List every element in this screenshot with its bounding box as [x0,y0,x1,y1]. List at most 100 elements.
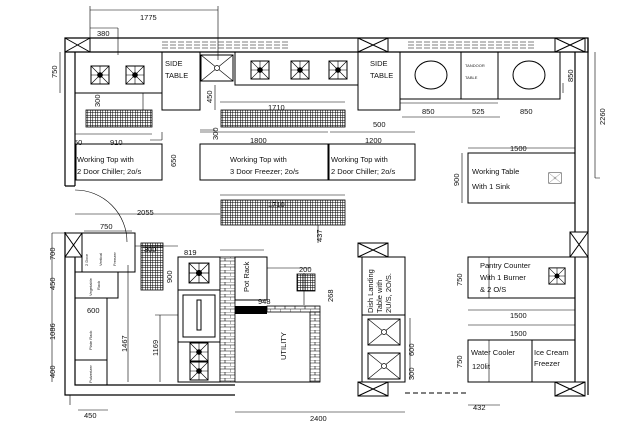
label: Dish Landing [366,269,375,313]
dim-label: 600 [407,343,416,356]
range-3-burner [234,51,359,86]
dim-label: 850 [422,107,435,116]
side-table-2: SIDE TABLE [357,51,401,111]
dim-label: 850 [566,69,575,82]
working-top-3: Working Top with 2 Door Chiller; 2o/s [328,143,416,181]
dim-label: 437 [315,229,324,242]
label: TANDOOR [465,63,485,68]
cooking-line [177,256,236,383]
label: SIDE [370,59,388,68]
dim-label: 850 [520,107,533,116]
side-table-1: SIDE TABLE [161,51,201,111]
dim-label: 300 [93,94,102,107]
dim-label: 300 [144,245,157,254]
dim-label: 1200 [365,136,382,145]
dim-label: 1467 [120,335,129,352]
dim-label: 948 [258,297,271,306]
label: UTILITY [279,332,288,360]
sink-top [200,54,234,82]
walls [64,37,589,396]
dim-label: 600 [87,306,100,315]
label: 2 Door Chiller; 2o/s [331,167,395,176]
dim-label: 2260 [598,108,607,125]
label: With 1 Burner [480,273,526,282]
dim-label: 1710 [268,200,285,209]
dim-label: 819 [184,248,197,257]
pantry-counter: Pantry Counter With 1 Burner & 2 O/S [467,256,576,299]
dim-label: 400 [48,365,57,378]
dim-label: 900 [452,173,461,186]
pot-rack: Pot Rack [234,256,268,301]
label: Rack [96,281,101,290]
dim-label: 300 [211,127,220,140]
working-top-2: Working Top with 3 Door Freezer; 2o/s [199,143,329,181]
dim-label: 1710 [268,103,285,112]
dim-label: 500 [373,120,386,129]
dim-label: 750 [455,273,464,286]
dim-label: 1169 [151,340,160,356]
label: With 1 Sink [472,182,510,191]
columns [64,37,589,397]
range-2-burner [74,51,163,94]
label: Freezer [112,252,117,266]
dim-label: 300 [407,367,416,380]
dim-label: 432 [473,403,486,412]
ice-cream-freezer: Ice Cream Freezer [531,339,576,383]
label: SIDE [165,59,183,68]
dim-label: 450 [48,277,57,290]
dish-landing-table: Dish Landing Table with 2U/S, 2O/S. [361,256,406,383]
label: Pulverizer [88,365,93,383]
dim-label: 2055 [137,208,154,217]
tandoor: TANDOOR TABLE [399,51,561,100]
label: Working Table [472,167,519,176]
dimension-lines [51,6,600,413]
label: Table with [375,280,384,313]
dim-label: 750 [50,65,59,78]
dim-label: 900 [165,270,174,283]
exhaust-hoods [85,109,346,292]
dim-label: 450 [84,411,97,420]
label: Pot Rack [242,261,251,292]
label: Water Cooler [471,348,515,357]
dim-label: 1800 [250,136,267,145]
dim-label: 380 [97,29,110,38]
dim-label: 525 [472,107,485,116]
utility-area: UTILITY [235,305,321,383]
label: 2 Door Chiller; 2o/s [77,167,141,176]
dimension-labels: 1775 380 750 300 450 1710 910 50 300 180… [48,13,607,423]
label: 2U/S, 2O/S. [384,273,393,313]
dim-label: 1500 [510,144,527,153]
label: 120lit [472,362,491,371]
label: Working Top with [230,155,287,164]
label: & 2 O/S [480,285,506,294]
dim-label: 2400 [310,414,327,423]
dim-label: 750 [100,222,113,231]
label: Plate Rack [88,331,93,350]
dim-label: 200 [299,265,312,274]
label: Working Top with [331,155,388,164]
water-cooler: Water Cooler 120lit [467,339,533,383]
working-table-sink: Working Table With 1 Sink [467,152,576,204]
dim-label: 50 [74,138,82,147]
dim-label: 650 [169,154,178,167]
dim-label: 910 [110,138,123,147]
label: Ice Cream [534,348,569,357]
label: TABLE [465,75,478,80]
label: Working Top with [77,155,134,164]
dim-label: 1500 [510,329,527,338]
label: Vertical [98,253,103,266]
label: TABLE [165,71,188,80]
dim-label: 750 [455,355,464,368]
dim-label: 268 [326,289,335,302]
vegetable-rack: Vegetable Rack [74,271,119,299]
label: 2 Door [84,253,89,266]
dim-label: 450 [205,90,214,103]
pulverizer: Pulverizer [74,359,108,386]
label: Vegetable [88,277,93,296]
working-top-1: Working Top with 2 Door Chiller; 2o/s [75,143,163,181]
dim-label: 1500 [510,311,527,320]
label: TABLE [370,71,393,80]
label: Freezer [534,359,560,368]
dim-label: 1086 [48,323,57,340]
